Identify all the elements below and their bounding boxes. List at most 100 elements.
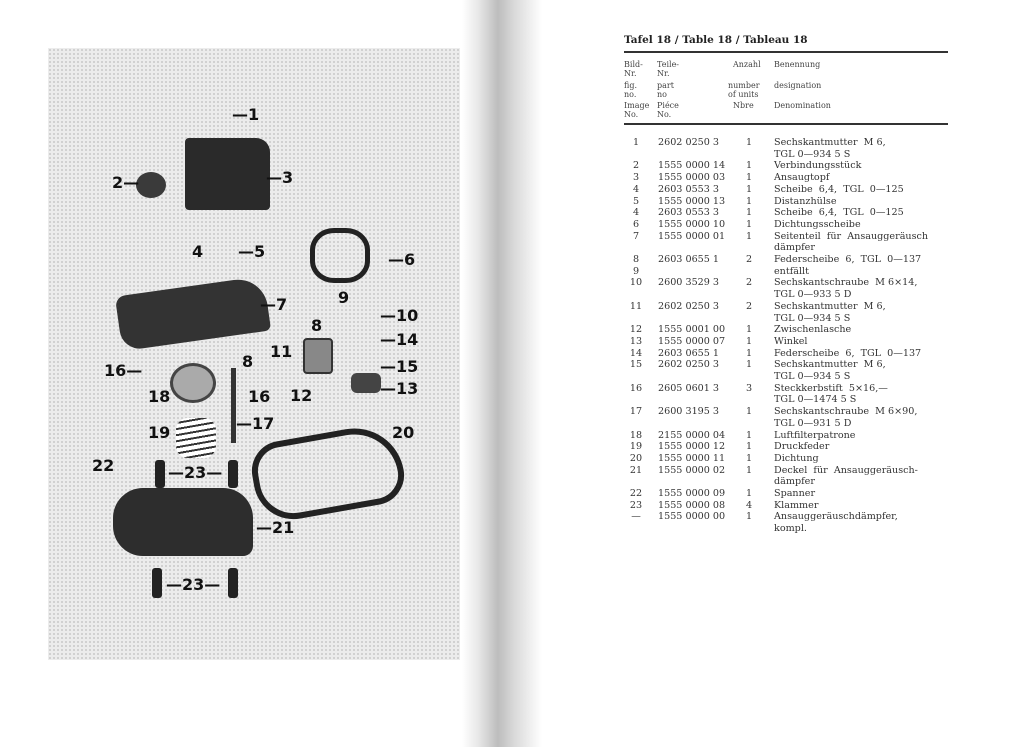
part-number: 1555 0000 03	[658, 172, 726, 184]
clamp-part	[228, 568, 238, 598]
designation: Sechskantmutter M 6, TGL 0—934 5 S	[774, 300, 886, 324]
quantity: 1	[745, 488, 753, 499]
fig-number: 2	[632, 160, 640, 172]
callout-3: —3	[266, 168, 294, 187]
callout-14: —14	[380, 330, 419, 349]
part-number: 1555 0000 08	[658, 499, 726, 511]
part-number: 1555 0000 11	[658, 452, 726, 464]
table-title: Tafel 18 / Table 18 / Tableau 18	[624, 34, 808, 46]
quantity: 1	[745, 464, 753, 476]
designation: Dichtung	[774, 452, 819, 464]
part-number: 2155 0000 04	[658, 429, 726, 441]
part-number: 2603 0553 3	[658, 183, 720, 195]
intake-pot-part	[185, 138, 270, 210]
clamp-part	[155, 460, 165, 488]
fig-number: 21	[629, 464, 643, 476]
designation: Scheibe 6,4, TGL 0—125	[774, 207, 904, 219]
designation: Dichtungsscheibe	[774, 218, 861, 230]
part-number: 1555 0000 02	[658, 464, 726, 476]
designation: Distanzhülse	[774, 195, 837, 207]
fig-number: 10	[629, 277, 643, 289]
part-number: 2603 0655 1	[658, 347, 720, 359]
header-qty-en: number of units	[728, 81, 760, 99]
callout-17: —17	[236, 414, 275, 433]
fig-number: 15	[629, 359, 643, 371]
callout-18: 18	[148, 387, 171, 406]
callout-16: 16—	[104, 361, 143, 380]
quantity: 1	[745, 347, 753, 359]
part-number: 2602 0250 3	[658, 137, 720, 148]
clamp-part	[228, 460, 238, 488]
part-number: 1555 0000 13	[658, 195, 726, 207]
gasket-part	[310, 228, 370, 283]
connector-part	[136, 172, 166, 198]
clamp-part	[152, 568, 162, 598]
header-qty-fr: Nbre	[733, 101, 754, 110]
fig-number: 20	[629, 452, 643, 464]
exploded-parts-diagram	[48, 48, 460, 660]
fig-number: 1	[632, 137, 640, 148]
callout-15: —15	[380, 357, 419, 376]
side-panel-part	[114, 275, 272, 352]
designation: Seitenteil für Ansauggeräusch dämpfer	[774, 230, 929, 254]
fig-number: 23	[629, 499, 643, 511]
fig-number: 8	[632, 254, 640, 265]
fig-number: 7	[632, 230, 640, 242]
title-rule	[624, 51, 948, 53]
quantity: 1	[745, 359, 753, 371]
quantity: 1	[745, 160, 753, 172]
quantity: 1	[745, 335, 753, 347]
callout-2: 2—	[112, 173, 140, 192]
fig-number: 5	[632, 195, 640, 207]
fig-number: 19	[629, 441, 643, 453]
header-part-en: part no	[657, 81, 674, 99]
header-fig-en: fig. no.	[624, 81, 637, 99]
book-spine-shadow	[462, 0, 542, 747]
bracket-part	[303, 338, 333, 374]
part-number: 2603 0655 1	[658, 254, 720, 265]
fig-number: 18	[629, 429, 643, 441]
quantity: 1	[745, 441, 753, 453]
designation: Steckkerbstift 5×16,— TGL 0—1474 5 S	[774, 382, 888, 406]
bolt-part	[231, 368, 236, 443]
designation: Federscheibe 6, TGL 0—137	[774, 347, 922, 359]
designation: Druckfeder	[774, 441, 830, 453]
header-part-fr: Piéce No.	[657, 101, 679, 119]
table-row: 14 2603 0655 1 1 Federscheibe 6, TGL 0—137	[624, 348, 954, 360]
callout-16b: 16	[248, 387, 271, 406]
part-number: 1555 0000 07	[658, 335, 726, 347]
seal-part	[247, 420, 409, 526]
header-name-de: Benennung	[774, 60, 821, 69]
callout-19: 19	[148, 423, 171, 442]
callout-13: —13	[380, 379, 419, 398]
header-name-fr: Denomination	[774, 101, 831, 110]
designation: Deckel für Ansauggeräusch- dämpfer	[774, 464, 918, 488]
part-number: 1555 0001 00	[658, 324, 726, 336]
quantity: 2	[745, 254, 753, 265]
quantity: 1	[745, 183, 753, 195]
quantity: 2	[745, 277, 753, 289]
fig-number: —	[631, 511, 641, 523]
callout-21: —21	[256, 518, 295, 537]
quantity: 1	[745, 230, 753, 242]
callout-7: —7	[260, 295, 288, 314]
fig-number: 14	[629, 347, 643, 359]
designation: Ansauggeräuschdämpfer, kompl.	[774, 511, 898, 535]
header-part-de: Teile- Nr.	[657, 60, 680, 78]
part-number: 2603 0553 3	[658, 207, 720, 219]
part-number: 2600 3195 3	[658, 406, 720, 418]
quantity: 1	[745, 172, 753, 184]
fig-number: 4	[632, 207, 640, 219]
